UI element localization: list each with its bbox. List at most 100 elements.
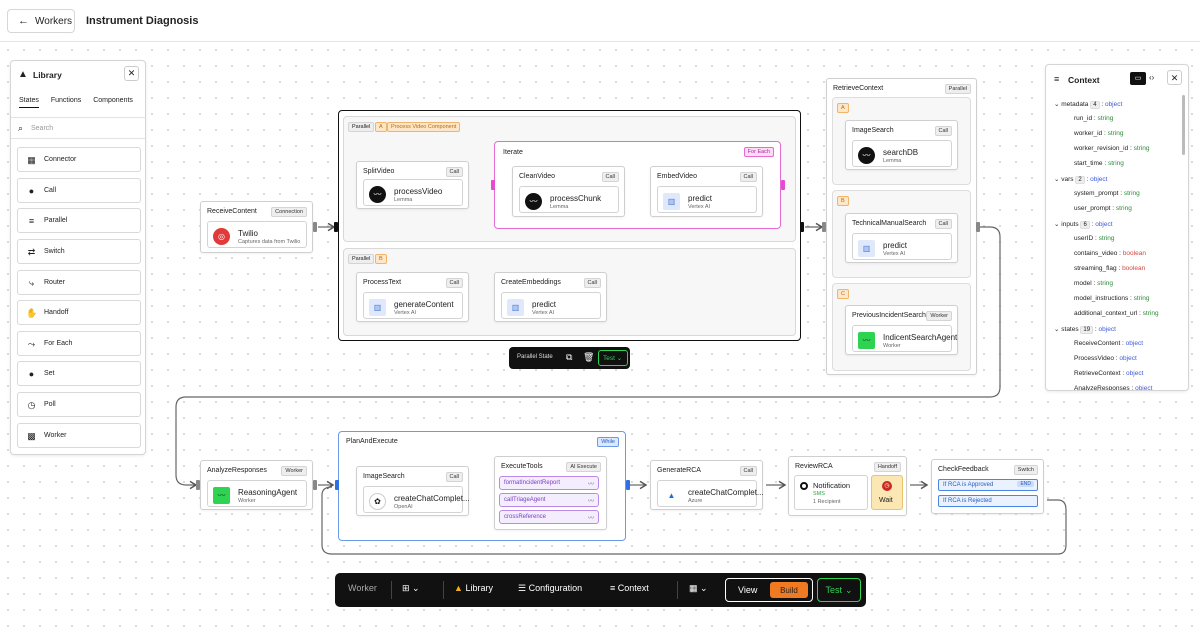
output-port[interactable]: [313, 480, 317, 490]
node-embed-video[interactable]: EmbedVideo Call ▥ predict Vertex AI: [650, 166, 763, 217]
function-card[interactable]: 〰 processChunk Lemma: [519, 186, 619, 213]
copy-icon[interactable]: ⧉: [566, 352, 573, 362]
node-process-text[interactable]: ProcessText Call ▥ generateContent Verte…: [356, 272, 469, 322]
notification-card[interactable]: Notification SMS 1 Recipient: [794, 475, 868, 510]
test-button[interactable]: Test ⌄: [598, 350, 628, 366]
layout-icon[interactable]: ⊞ ⌄: [402, 583, 420, 593]
node-image-search-openai[interactable]: ImageSearch Call ✿ createChatComplet... …: [356, 466, 470, 516]
configuration-button[interactable]: ☰ Configuration: [518, 583, 582, 594]
context-row[interactable]: ⌄ inputs 6 : object: [1054, 221, 1113, 229]
node-split-video[interactable]: SplitVideo Call 〰 processVideo Lemma: [356, 161, 469, 209]
chevron-down-icon[interactable]: ⌄: [1054, 221, 1062, 228]
tab-components[interactable]: Components: [93, 97, 133, 104]
library-item-set[interactable]: ●Set: [17, 361, 141, 386]
close-icon[interactable]: ✕: [124, 66, 139, 81]
library-item-switch[interactable]: ⇄Switch: [17, 239, 141, 264]
scrollbar[interactable]: [1182, 95, 1185, 155]
switch-condition-approved[interactable]: If RCA is Approved END: [938, 479, 1038, 491]
test-button[interactable]: Test⌄: [817, 578, 861, 602]
function-card[interactable]: ▥ predict Vertex AI: [501, 292, 601, 319]
function-card[interactable]: 〰 searchDB Lemma: [852, 140, 952, 167]
node-previous-incident-search[interactable]: PreviousIncidentSearch Worker 〰 Indicent…: [845, 305, 958, 355]
close-icon[interactable]: ✕: [1167, 70, 1182, 85]
context-row[interactable]: ⌄ vars 2 : object: [1054, 176, 1108, 184]
node-technical-manual-search[interactable]: TechnicalManualSearch Call ▥ predict Ver…: [845, 213, 958, 263]
chevron-down-icon[interactable]: ⌄: [1054, 101, 1062, 108]
context-row[interactable]: AnalyzeResponses : object: [1074, 385, 1153, 391]
terminal-icon[interactable]: ▭: [1130, 72, 1146, 85]
tab-functions[interactable]: Functions: [50, 97, 82, 104]
tab-states[interactable]: States: [19, 97, 39, 108]
back-button[interactable]: ← Workers: [7, 9, 75, 33]
node-analyze-responses[interactable]: AnalyzeResponses Worker 〰 ReasoningAgent…: [200, 460, 313, 510]
search-input[interactable]: Search: [11, 117, 145, 139]
node-check-feedback[interactable]: CheckFeedback Switch If RCA is Approved …: [931, 459, 1044, 514]
function-card[interactable]: 〰 IndicentSearchAgent Worker: [852, 325, 957, 352]
input-port[interactable]: [491, 180, 495, 190]
context-row[interactable]: RetrieveContext : object: [1074, 370, 1144, 377]
context-row[interactable]: model : string: [1074, 280, 1114, 287]
library-item-for-each[interactable]: ⤳For Each: [17, 331, 141, 356]
context-row[interactable]: system_prompt : string: [1074, 190, 1140, 197]
function-card[interactable]: 〰 ReasoningAgent Worker: [207, 480, 307, 507]
context-row[interactable]: run_id : string: [1074, 115, 1114, 122]
function-card[interactable]: ✿ createChatComplet... OpenAI: [363, 486, 470, 513]
output-port[interactable]: [313, 222, 317, 232]
context-row[interactable]: streaming_flag : boolean: [1074, 265, 1146, 272]
library-item-router[interactable]: ⤷Router: [17, 270, 141, 295]
context-row[interactable]: user_prompt : string: [1074, 205, 1132, 212]
output-port[interactable]: [626, 480, 630, 490]
context-row[interactable]: ⌄ states 19 : object: [1054, 326, 1116, 334]
chevron-down-icon[interactable]: ⌄: [1054, 176, 1062, 183]
build-option[interactable]: Build: [770, 582, 808, 598]
node-image-search[interactable]: ImageSearch Call 〰 searchDB Lemma: [845, 120, 958, 170]
context-row[interactable]: model_instructions : string: [1074, 295, 1150, 302]
node-create-embeddings[interactable]: CreateEmbeddings Call ▥ predict Vertex A…: [494, 272, 607, 322]
library-item-worker[interactable]: ▩Worker: [17, 423, 141, 448]
node-generate-rca[interactable]: GenerateRCA Call ▲ createChatComplet... …: [650, 460, 764, 510]
function-card[interactable]: ▥ predict Vertex AI: [852, 233, 952, 260]
tool-chip[interactable]: callTriageAgent〰: [499, 493, 599, 507]
library-item-call[interactable]: ●Call: [17, 178, 141, 203]
context-row[interactable]: contains_video : boolean: [1074, 250, 1146, 257]
output-port[interactable]: [800, 222, 804, 232]
library-item-parallel[interactable]: ≡Parallel: [17, 208, 141, 233]
context-row[interactable]: worker_id : string: [1074, 130, 1124, 137]
view-build-toggle[interactable]: View Build: [725, 578, 813, 602]
library-button[interactable]: ▲ Library: [454, 583, 493, 593]
function-card[interactable]: ◎ Twilio Captures data from Twilio: [207, 221, 307, 248]
library-item-poll[interactable]: ◷Poll: [17, 392, 141, 417]
context-row[interactable]: worker_revision_id : string: [1074, 145, 1150, 152]
context-row[interactable]: additional_context_url : string: [1074, 310, 1159, 317]
node-clean-video[interactable]: CleanVideo Call 〰 processChunk Lemma: [512, 166, 625, 217]
tool-chip[interactable]: crossReference〰: [499, 510, 599, 524]
wait-card[interactable]: ◷ Wait: [871, 475, 903, 510]
context-button[interactable]: ≡ Context: [610, 583, 649, 593]
output-port[interactable]: [976, 222, 980, 232]
grid-icon[interactable]: ▦ ⌄: [689, 583, 708, 593]
context-row[interactable]: ReceiveContent : object: [1074, 340, 1144, 347]
node-receive-content[interactable]: ReceiveContent Connection ◎ Twilio Captu…: [200, 201, 313, 253]
input-port[interactable]: [334, 222, 338, 232]
chevron-down-icon[interactable]: ⌄: [1054, 326, 1062, 333]
input-port[interactable]: [196, 480, 200, 490]
tool-chip[interactable]: formatIncidentReport〰: [499, 476, 599, 490]
function-card[interactable]: 〰 processVideo Lemma: [363, 179, 463, 206]
function-card[interactable]: ▥ predict Vertex AI: [657, 186, 757, 213]
function-card[interactable]: ▲ createChatComplet... Azure: [657, 480, 764, 507]
context-row[interactable]: ⌄ metadata 4 : object: [1054, 101, 1123, 109]
output-port[interactable]: [781, 180, 785, 190]
context-row[interactable]: userID : string: [1074, 235, 1115, 242]
context-row[interactable]: start_time : string: [1074, 160, 1124, 167]
context-row[interactable]: ProcessVideo : object: [1074, 355, 1137, 362]
function-card[interactable]: ▥ generateContent Vertex AI: [363, 292, 463, 319]
node-execute-tools[interactable]: ExecuteTools AI Execute formatIncidentRe…: [494, 456, 607, 530]
switch-condition-rejected[interactable]: If RCA is Rejected: [938, 495, 1038, 507]
node-review-rca[interactable]: ReviewRCA Handoff Notification SMS 1 Rec…: [788, 456, 907, 516]
trash-icon[interactable]: 🗑: [583, 352, 595, 362]
library-item-handoff[interactable]: ✋Handoff: [17, 300, 141, 325]
input-port[interactable]: [335, 480, 339, 490]
library-item-connector[interactable]: ▦Connector: [17, 147, 141, 172]
code-icon[interactable]: ‹›: [1149, 73, 1155, 82]
input-port[interactable]: [822, 222, 826, 232]
